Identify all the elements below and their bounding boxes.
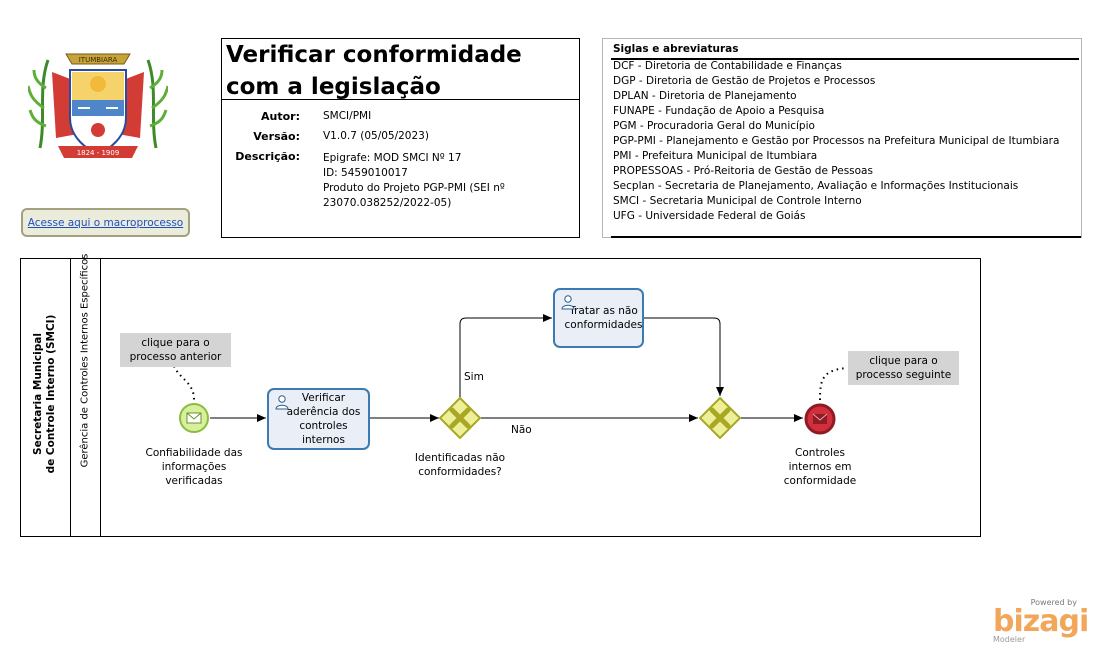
meta-label-description: Descrição: <box>235 150 300 163</box>
exclusive-gateway-merge[interactable] <box>699 397 741 439</box>
abbreviation-item: FUNAPE - Fundação de Apoio a Pesquisa <box>613 105 825 117</box>
description-line-product: Produto do Projeto PGP-PMI (SEI nº <box>323 182 505 194</box>
envelope-filled-icon <box>813 414 827 424</box>
macroprocess-link-button[interactable]: Acesse aqui o macroprocesso <box>21 208 190 237</box>
user-task-icon <box>561 295 575 310</box>
end-event-message[interactable] <box>803 402 837 436</box>
exclusive-gateway-decision[interactable] <box>439 397 481 439</box>
process-title: Verificar conformidade com a legislação <box>226 42 522 100</box>
meta-value-author: SMCI/PMI <box>323 110 372 122</box>
envelope-icon <box>186 412 202 424</box>
abbreviation-item: PGP-PMI - Planejamento e Gestão por Proc… <box>613 135 1060 147</box>
flow-gateway-sim <box>459 314 552 397</box>
description-line-id: ID: 5459010017 <box>323 167 408 179</box>
bizagi-branding: Powered by bizagi Modeler <box>993 598 1089 644</box>
abbreviation-item: PMI - Prefeitura Municipal de Itumbiara <box>613 150 818 162</box>
meta-label-version: Versão: <box>253 130 300 143</box>
x-mark-icon <box>449 407 471 429</box>
abbreviations-title: Siglas e abreviaturas <box>613 43 739 55</box>
start-event-message[interactable] <box>178 402 210 434</box>
abbreviations-box: Siglas e abreviaturas DCF - Diretoria de… <box>602 38 1082 238</box>
abbreviation-item: PGM - Procuradoria Geral do Município <box>613 120 815 132</box>
logo-years-text: 1824 - 1909 <box>77 149 120 157</box>
task-verify-controls[interactable]: Verificar aderência dos controles intern… <box>267 388 370 450</box>
task-treat-label: Tratar as não conformidades <box>564 305 643 331</box>
note-previous-process[interactable]: clique para o processo anterior <box>120 333 231 367</box>
abbreviation-item: Secplan - Secretaria de Planejamento, Av… <box>613 180 1019 192</box>
abbreviation-item: PROPESSOAS - Pró-Reitoria de Gestão de P… <box>613 165 873 177</box>
abbreviation-item: DGP - Diretoria de Gestão de Projetos e … <box>613 75 876 87</box>
macroprocess-link-text[interactable]: Acesse aqui o macroprocesso <box>27 216 184 229</box>
flow-label-nao: Não <box>511 424 532 436</box>
flow-label-sim: Sim <box>464 371 484 383</box>
flow-treat-to-merge <box>644 317 724 396</box>
coat-of-arms-logo: ITUMBIARA 1824 - 1909 <box>28 53 168 158</box>
note-next-text: clique para o processo seguinte <box>855 355 952 381</box>
task-treat-nonconformities[interactable]: Tratar as não conformidades <box>553 288 644 348</box>
abbreviation-item: DPLAN - Diretoria de Planejamento <box>613 90 797 102</box>
pool-header-divider <box>70 258 71 537</box>
user-task-icon <box>275 395 289 410</box>
meta-label-author: Autor: <box>261 110 300 123</box>
abbreviations-top-rule <box>611 58 1079 60</box>
title-divider <box>222 99 579 100</box>
abbreviation-item: SMCI - Secretaria Municipal de Controle … <box>613 195 862 207</box>
start-event-label: Confiabilidade das informações verificad… <box>145 447 243 487</box>
powered-by-text: Powered by <box>1030 598 1077 607</box>
end-event-label: Controles internos em conformidade <box>783 447 857 487</box>
association-prev-note <box>173 365 196 403</box>
task-verify-label: Verificar aderência dos controles intern… <box>286 392 361 446</box>
meta-value-version: V1.0.7 (05/05/2023) <box>323 130 429 142</box>
association-next-note <box>819 367 848 401</box>
description-line-sei: 23070.038252/2022-05) <box>323 197 452 209</box>
meta-value-description: Epigrafe: MOD SMCI Nº 17 <box>323 152 462 164</box>
abbreviations-list: DCF - Diretoria de Contabilidade e Finan… <box>613 59 1059 224</box>
abbreviations-bottom-rule <box>611 236 1081 238</box>
abbreviation-item: UFG - Universidade Federal de Goiás <box>613 210 806 222</box>
x-mark-icon <box>709 407 731 429</box>
gateway-label: Identificadas não conformidades? <box>414 452 506 478</box>
process-header-box: Verificar conformidade com a legislação … <box>221 38 580 238</box>
note-next-process[interactable]: clique para o processo seguinte <box>848 351 959 385</box>
note-previous-text: clique para o processo anterior <box>129 337 222 363</box>
modeler-text: Modeler <box>993 635 1026 644</box>
bizagi-logo-text: bizagi <box>993 604 1089 639</box>
lane-header-divider <box>100 258 101 537</box>
abbreviation-item: DCF - Diretoria de Contabilidade e Finan… <box>613 60 842 72</box>
pool <box>20 258 981 537</box>
logo-banner-text: ITUMBIARA <box>79 56 118 64</box>
